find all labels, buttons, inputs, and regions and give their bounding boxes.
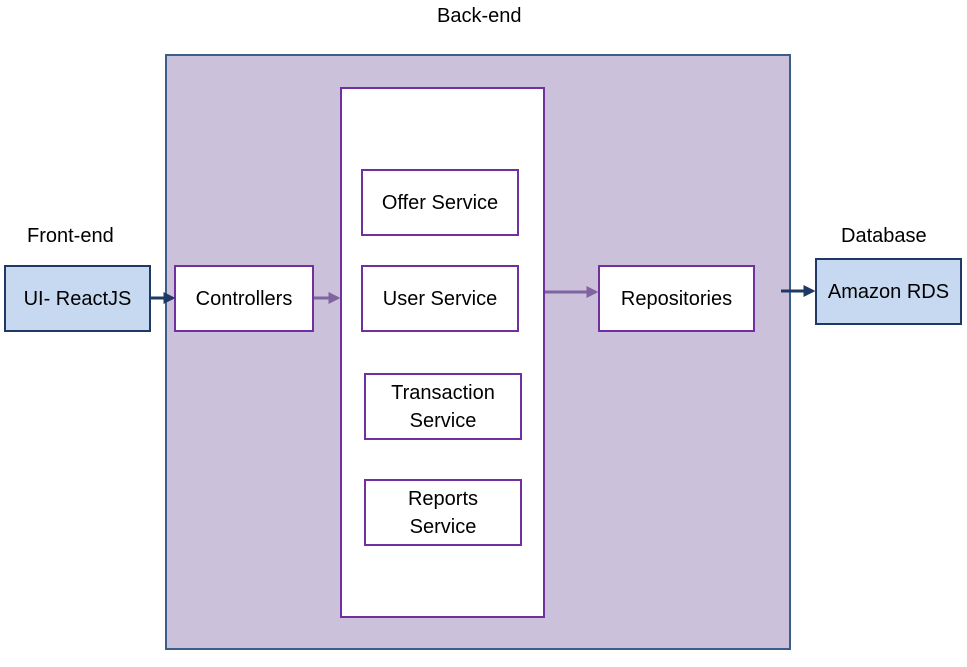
user-service-label: User Service	[382, 287, 498, 310]
transaction-service-box: Transaction Service	[364, 373, 522, 440]
frontend-label: Front-end	[27, 225, 114, 247]
amazon-rds-box: Amazon RDS	[815, 258, 962, 325]
reports-service-label-line1: Reports	[407, 487, 479, 510]
reports-service-label-line2: Service	[409, 515, 477, 538]
controllers-box: Controllers	[174, 265, 314, 332]
reports-service-box: Reports Service	[364, 479, 522, 546]
amazon-rds-label: Amazon RDS	[827, 280, 950, 303]
transaction-service-label-line1: Transaction	[391, 381, 495, 404]
controllers-label: Controllers	[195, 287, 293, 310]
backend-label: Back-end	[437, 5, 522, 27]
ui-reactjs-box: UI- ReactJS	[4, 265, 151, 332]
user-service-box: User Service	[361, 265, 519, 332]
database-label: Database	[841, 225, 927, 247]
ui-reactjs-label: UI- ReactJS	[23, 287, 132, 310]
repositories-box: Repositories	[598, 265, 755, 332]
offer-service-box: Offer Service	[361, 169, 519, 236]
offer-service-label: Offer Service	[381, 191, 499, 214]
transaction-service-label-line2: Service	[409, 409, 477, 432]
repositories-label: Repositories	[620, 287, 733, 310]
